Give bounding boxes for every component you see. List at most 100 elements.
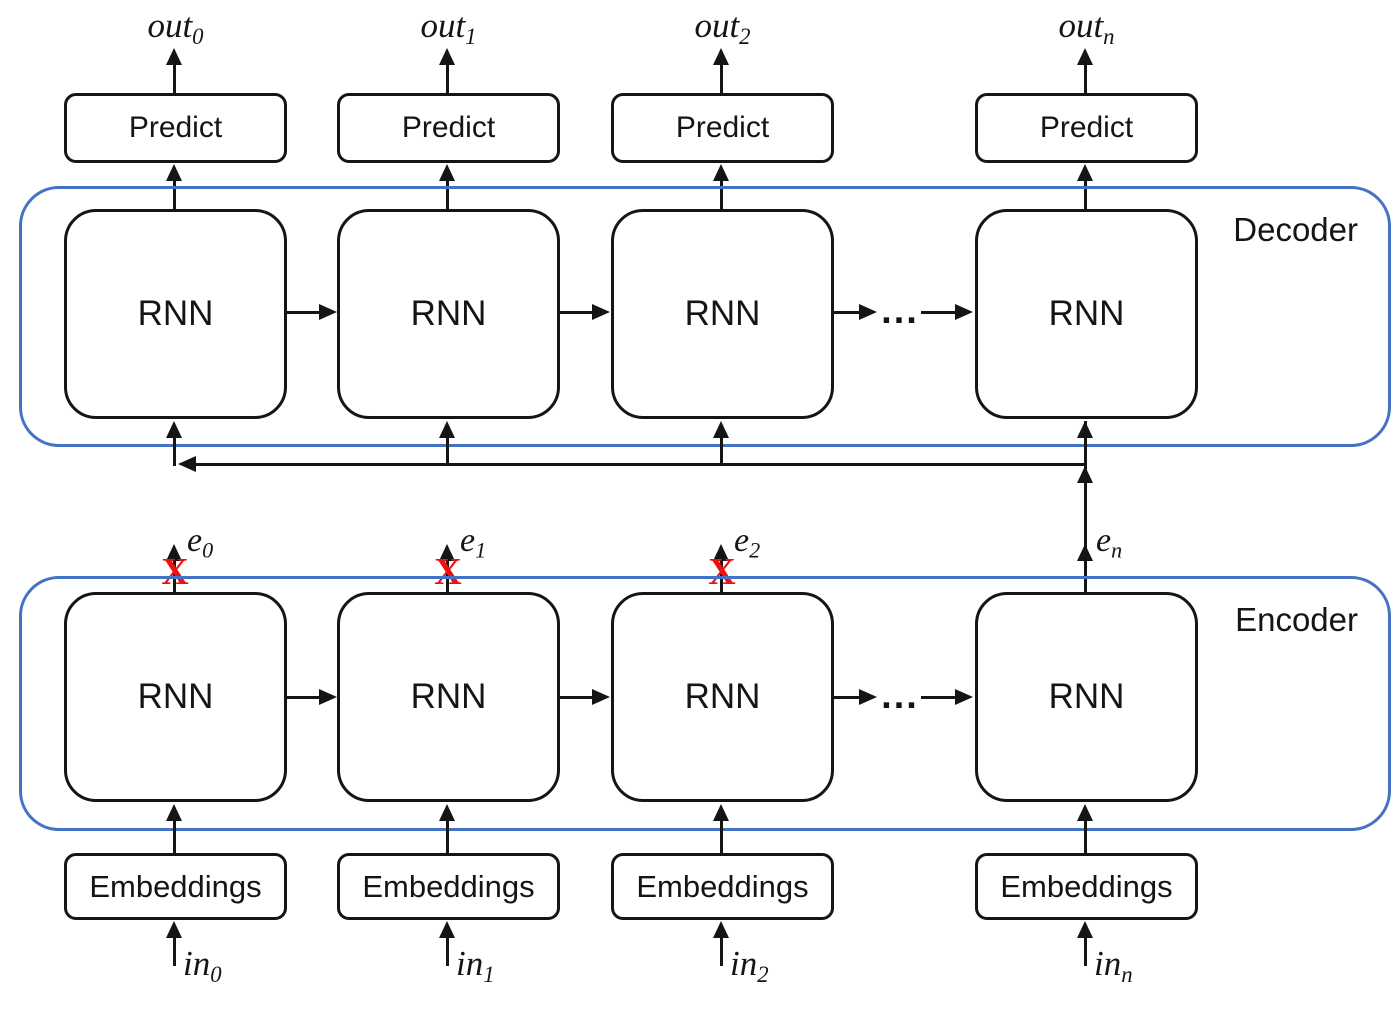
output-label-n: outn (975, 6, 1198, 50)
encoder-rnn-box-1: RNN (337, 592, 560, 802)
up-arrowhead-icon (713, 48, 729, 65)
right-arrowhead-icon (955, 689, 973, 705)
output-label-base: out (147, 6, 193, 45)
up-arrowhead-icon (1077, 421, 1093, 438)
encoding-label-sub: 2 (749, 537, 761, 563)
up-arrowhead-icon (439, 921, 455, 938)
embeddings-box-2: Embeddings (611, 853, 834, 920)
up-arrowhead-icon (166, 421, 182, 438)
encoding-label-0: e0 (187, 522, 213, 564)
embeddings-box-0: Embeddings (64, 853, 287, 920)
arrow-line (720, 936, 723, 966)
up-arrowhead-icon (166, 544, 182, 561)
input-label-base: in (456, 944, 484, 983)
input-label-sub: 2 (757, 961, 769, 987)
right-arrowhead-icon (319, 689, 337, 705)
up-arrowhead-icon (1077, 544, 1093, 561)
arrow-line (446, 436, 449, 466)
encoding-label-base: e (734, 522, 750, 559)
output-label-base: out (694, 6, 740, 45)
arrow-line (173, 819, 176, 853)
arrow-line (921, 696, 957, 699)
up-arrowhead-icon (713, 164, 729, 181)
input-label-base: in (730, 944, 758, 983)
arrow-line (1084, 819, 1087, 853)
up-arrowhead-icon (713, 921, 729, 938)
input-label-1: in1 (456, 944, 495, 988)
encoder-rnn-box-n: RNN (975, 592, 1198, 802)
up-arrowhead-icon (439, 164, 455, 181)
input-label-base: in (183, 944, 211, 983)
input-label-0: in0 (183, 944, 222, 988)
encoder-container: Encoder (19, 576, 1391, 831)
arrow-line (1084, 179, 1087, 209)
encoding-label-base: e (460, 522, 476, 559)
context-spine-line (1084, 421, 1087, 592)
input-label-n: inn (1094, 944, 1133, 988)
encoding-label-sub: 0 (202, 537, 214, 563)
right-arrowhead-icon (859, 304, 877, 320)
arrow-line (446, 559, 449, 592)
blocked-cross-2: X (708, 551, 736, 593)
decoder-label: Decoder (1233, 211, 1358, 248)
encoding-label-base: e (1096, 522, 1112, 559)
encoding-label-base: e (187, 522, 203, 559)
blocked-cross-0: X (161, 551, 189, 593)
arrow-line (173, 436, 176, 466)
arrow-line (560, 311, 594, 314)
decoder-container: Decoder (19, 186, 1391, 447)
up-arrowhead-icon (439, 804, 455, 821)
arrow-line (446, 819, 449, 853)
arrow-line (173, 179, 176, 209)
up-arrowhead-icon (166, 921, 182, 938)
encoder-rnn-box-2: RNN (611, 592, 834, 802)
arrow-line (287, 696, 321, 699)
decoder-ellipsis: ... (881, 290, 919, 332)
up-arrowhead-icon (1077, 466, 1093, 483)
arrow-line (1084, 63, 1087, 94)
right-arrowhead-icon (859, 689, 877, 705)
decoder-rnn-box-n: RNN (975, 209, 1198, 419)
input-label-sub: 1 (483, 961, 495, 987)
up-arrowhead-icon (713, 804, 729, 821)
arrow-line (173, 936, 176, 966)
up-arrowhead-icon (166, 48, 182, 65)
right-arrowhead-icon (592, 689, 610, 705)
up-arrowhead-icon (1077, 804, 1093, 821)
encoder-rnn-box-0: RNN (64, 592, 287, 802)
arrow-line (446, 936, 449, 966)
decoder-rnn-box-2: RNN (611, 209, 834, 419)
up-arrowhead-icon (439, 544, 455, 561)
encoding-label-sub: n (1111, 537, 1123, 563)
input-label-sub: n (1121, 961, 1133, 987)
encoder-label: Encoder (1235, 601, 1358, 638)
arrow-line (921, 311, 957, 314)
arrow-line (834, 696, 862, 699)
arrow-line (720, 63, 723, 94)
arrow-line (173, 63, 176, 94)
arrow-line (720, 559, 723, 592)
up-arrowhead-icon (1077, 164, 1093, 181)
predict-box-1: Predict (337, 93, 560, 163)
output-label-base: out (420, 6, 466, 45)
up-arrowhead-icon (1077, 921, 1093, 938)
encoding-label-n: en (1096, 522, 1122, 564)
up-arrowhead-icon (713, 544, 729, 561)
input-label-sub: 0 (210, 961, 222, 987)
decoder-rnn-box-1: RNN (337, 209, 560, 419)
arrow-line (1084, 936, 1087, 966)
output-label-1: out1 (337, 6, 560, 50)
arrow-line (560, 696, 594, 699)
embeddings-box-1: Embeddings (337, 853, 560, 920)
up-arrowhead-icon (439, 421, 455, 438)
arrow-line (287, 311, 321, 314)
encoding-label-1: e1 (460, 522, 486, 564)
embeddings-box-n: Embeddings (975, 853, 1198, 920)
up-arrowhead-icon (713, 421, 729, 438)
arrow-line (446, 179, 449, 209)
decoder-rnn-box-0: RNN (64, 209, 287, 419)
output-label-sub: 0 (192, 23, 204, 49)
output-label-sub: n (1103, 23, 1115, 49)
output-label-sub: 2 (739, 23, 751, 49)
